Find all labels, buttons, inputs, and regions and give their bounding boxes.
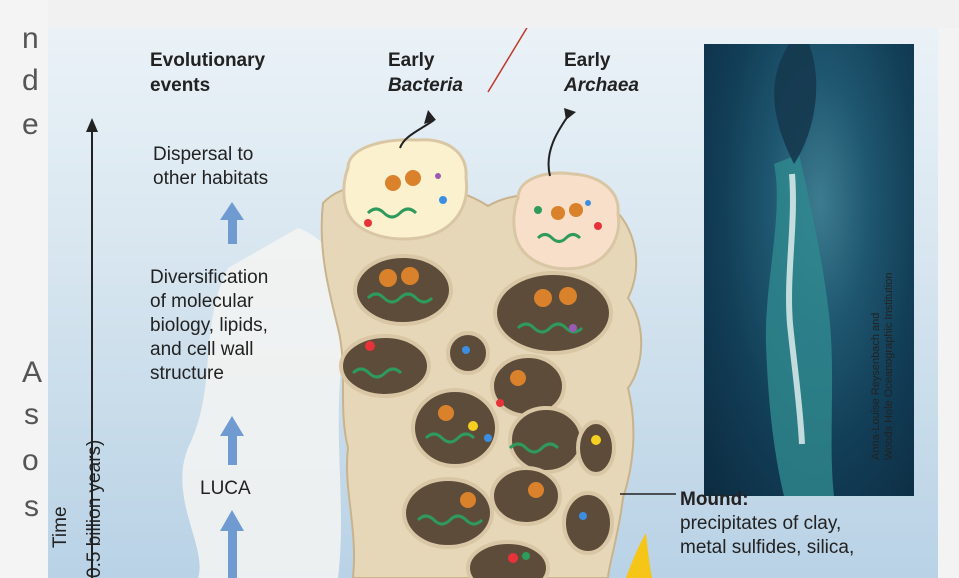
- strip-char: n: [22, 22, 39, 56]
- molecule-dot: [508, 553, 518, 563]
- molecule-dot: [468, 421, 478, 431]
- evolutionary-events-heading: Evolutionary events: [150, 48, 265, 98]
- mound-description-line: precipitates of clay,: [680, 512, 854, 536]
- dispersal-line: Dispersal to: [153, 143, 268, 167]
- strip-char: e: [22, 108, 39, 142]
- protein-cluster: [534, 289, 552, 307]
- molecule-dot: [496, 399, 504, 407]
- archaea-name: Archaea: [564, 73, 639, 98]
- archaea-arrow: [549, 113, 570, 176]
- mound-cell: [341, 336, 429, 396]
- diversification-line: and cell wall: [150, 338, 268, 362]
- mound-cell: [564, 493, 612, 553]
- protein-cluster: [401, 267, 419, 285]
- early-archaea-heading: Early Archaea: [564, 48, 639, 98]
- molecule-dot: [585, 200, 591, 206]
- early-bacteria-cell: [344, 140, 467, 239]
- photo-credit: Anna-Louise Reysenbach and Woods Hole Oc…: [870, 272, 896, 460]
- protein-cluster: [385, 175, 401, 191]
- dispersal-event: Dispersal to other habitats: [153, 143, 268, 191]
- strip-char: o: [22, 444, 39, 478]
- photo-credit-line: Anna-Louise Reysenbach and: [870, 272, 883, 460]
- molecule-dot: [569, 324, 577, 332]
- molecule-dot: [594, 222, 602, 230]
- archaea-arrow-head: [564, 108, 576, 120]
- protein-cluster: [379, 269, 397, 287]
- strip-char: d: [22, 64, 39, 98]
- mound-cell: [413, 390, 497, 466]
- molecule-dot: [439, 196, 447, 204]
- molecule-dot: [534, 206, 542, 214]
- evolutionary-events-heading-line: events: [150, 73, 265, 98]
- event-arrow-shaft: [228, 433, 237, 465]
- bacteria-arrow-head: [424, 110, 436, 124]
- vent-chimney: [766, 154, 834, 496]
- mound-label: Mound: precipitates of clay, metal sulfi…: [680, 488, 854, 560]
- time-axis-label: Time: [50, 506, 72, 548]
- diversification-line: Diversification: [150, 266, 268, 290]
- molecule-dot: [484, 434, 492, 442]
- diversification-line: of molecular: [150, 290, 268, 314]
- protein-cluster: [528, 482, 544, 498]
- mound-cell: [578, 422, 614, 474]
- protein-cluster: [438, 405, 454, 421]
- billion-years-label: 0.5 billion years): [84, 440, 106, 578]
- diversification-line: biology, lipids,: [150, 314, 268, 338]
- diversification-line: structure: [150, 362, 268, 386]
- early-archaea-cell: [514, 173, 619, 269]
- event-arrow-head: [220, 202, 244, 220]
- luca-label: LUCA: [200, 478, 251, 500]
- event-arrow-shaft: [228, 218, 237, 244]
- left-text-strip: n d e A s o s: [0, 0, 48, 578]
- vent-flow: [626, 533, 652, 578]
- mound-cell: [404, 479, 492, 547]
- strip-char: s: [24, 398, 39, 432]
- molecule-dot: [522, 552, 530, 560]
- strip-char: A: [22, 356, 42, 390]
- dispersal-line: other habitats: [153, 167, 268, 191]
- slide-top-band: [0, 0, 959, 28]
- mound-description-line: metal sulfides, silica,: [680, 536, 854, 560]
- molecule-dot: [462, 346, 470, 354]
- molecule-dot: [364, 219, 372, 227]
- evolutionary-events-heading-line: Evolutionary: [150, 48, 265, 73]
- strip-char: s: [24, 490, 39, 524]
- early-bacteria-heading: Early Bacteria: [388, 48, 463, 98]
- photo-credit-line: Woods Hole Oceanographic Institution: [883, 272, 896, 460]
- molecule-dot: [435, 173, 441, 179]
- bacteria-name: Bacteria: [388, 73, 463, 98]
- mound-cell: [492, 468, 560, 524]
- protein-cluster: [405, 170, 421, 186]
- protein-cluster: [551, 206, 565, 220]
- pointer-line: [488, 28, 545, 92]
- molecule-dot: [591, 435, 601, 445]
- mound-cell: [355, 256, 451, 324]
- mound-cell: [468, 542, 548, 578]
- early-archaea-line: Early: [564, 48, 639, 73]
- event-arrow-shaft: [228, 528, 237, 578]
- mound-cell: [510, 408, 582, 472]
- mound-cell: [495, 273, 611, 353]
- time-axis-head: [86, 118, 98, 132]
- protein-cluster: [460, 492, 476, 508]
- molecule-dot: [365, 341, 375, 351]
- diversification-event: Diversification of molecular biology, li…: [150, 266, 268, 386]
- protein-cluster: [559, 287, 577, 305]
- mound-title: Mound:: [680, 488, 854, 512]
- molecule-dot: [579, 512, 587, 520]
- protein-cluster: [569, 203, 583, 217]
- vent-smoke: [774, 44, 816, 164]
- early-bacteria-line: Early: [388, 48, 463, 73]
- protein-cluster: [510, 370, 526, 386]
